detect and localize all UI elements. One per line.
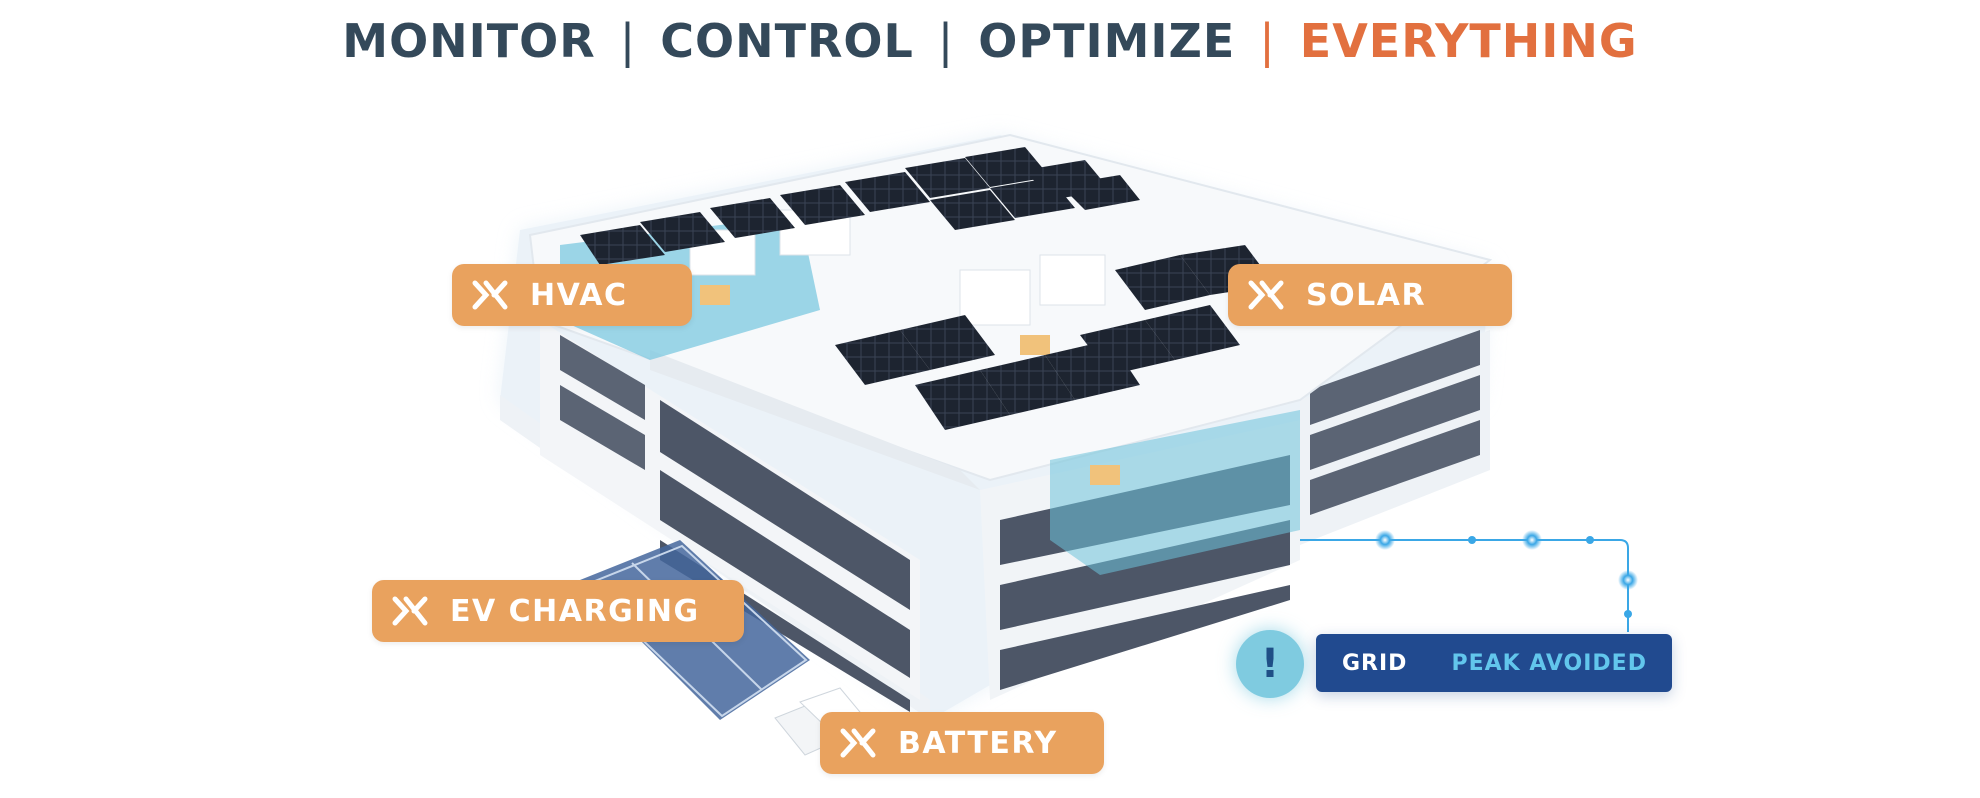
peak-avoided-status: PEAK AVOIDED bbox=[1451, 650, 1647, 676]
headline-word-everything: EVERYTHING bbox=[1299, 14, 1638, 68]
battery-label: BATTERY bbox=[898, 725, 1058, 761]
x-logo-icon bbox=[472, 280, 508, 310]
headline-separator: | bbox=[937, 14, 955, 68]
headline-word-monitor: MONITOR bbox=[342, 14, 596, 68]
solar-tag[interactable]: SOLAR bbox=[1228, 264, 1512, 326]
solar-panels-front bbox=[835, 245, 1275, 430]
solar-panels-back bbox=[580, 147, 1140, 265]
headline-word-optimize: OPTIMIZE bbox=[978, 14, 1236, 68]
alert-icon: ! bbox=[1236, 630, 1304, 698]
hvac-tag[interactable]: HVAC bbox=[452, 264, 692, 326]
ev-charging-label: EV CHARGING bbox=[450, 593, 700, 629]
hvac-label: HVAC bbox=[530, 277, 628, 313]
ev-charging-tag[interactable]: EV CHARGING bbox=[372, 580, 744, 642]
office-zone bbox=[1050, 410, 1300, 575]
right-face-windows bbox=[1310, 330, 1480, 515]
solar-label: SOLAR bbox=[1306, 277, 1427, 313]
headline-separator: | bbox=[1259, 14, 1276, 68]
alert-symbol: ! bbox=[1260, 641, 1280, 687]
connector-block bbox=[1090, 465, 1120, 485]
headline: MONITOR | CONTROL | OPTIMIZE | EVERYTHING bbox=[0, 14, 1980, 68]
x-logo-icon bbox=[1248, 280, 1284, 310]
x-logo-icon bbox=[392, 596, 428, 626]
grid-label: GRID bbox=[1342, 650, 1408, 676]
headline-word-control: CONTROL bbox=[660, 14, 914, 68]
grid-status-panel[interactable]: GRID PEAK AVOIDED bbox=[1316, 634, 1672, 692]
x-logo-icon bbox=[840, 728, 876, 758]
headline-separator: | bbox=[619, 14, 637, 68]
grid-connection-line bbox=[1300, 530, 1638, 632]
battery-tag[interactable]: BATTERY bbox=[820, 712, 1104, 774]
